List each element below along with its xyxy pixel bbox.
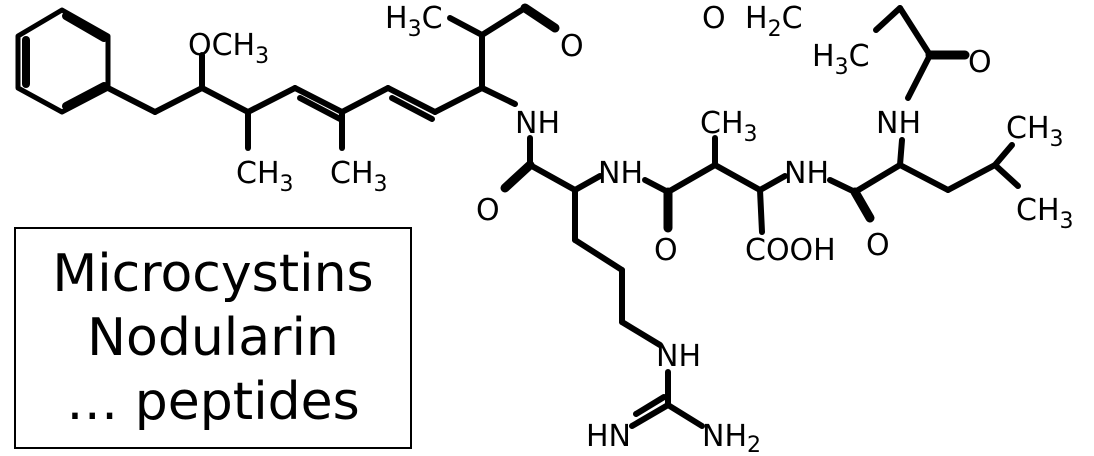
methoxy-label: OCH3 xyxy=(188,28,269,69)
carbonyl-o-2-label: O xyxy=(654,233,678,268)
amide-nh-3-label: NH xyxy=(784,156,829,191)
amide-nh-2-label: NH xyxy=(598,156,643,191)
h3c-right-label: H3C xyxy=(812,39,870,80)
atom-labels: OCH3 H3C O O H2C H3C O CH3 CH3 NH O NH C… xyxy=(188,1,1074,456)
h3c-top-left-label: H3C xyxy=(385,1,443,42)
amide-nh-1-label: NH xyxy=(515,106,560,141)
carbonyl-o-1-label: O xyxy=(476,193,500,228)
adda-chain-bonds xyxy=(105,3,560,151)
amide-nh-4-label: NH xyxy=(876,106,921,141)
oxygen-top-mid-label: O xyxy=(702,1,726,36)
oxygen-top-right-label: O xyxy=(968,45,992,80)
carbonyl-o-3-label: O xyxy=(866,228,890,263)
arginine-hn-label: HN xyxy=(586,419,631,454)
arginine-nh-label: NH xyxy=(656,339,701,374)
oxygen-top-left-label: O xyxy=(560,29,584,64)
caption-peptides: … peptides xyxy=(66,372,360,432)
toxin-caption-box: Microcystins Nodularin … peptides xyxy=(14,227,412,449)
caption-microcystins: Microcystins xyxy=(52,244,374,304)
h2c-top-label: H2C xyxy=(745,1,803,42)
leucine-methyl-1-label: CH3 xyxy=(1006,111,1064,152)
leucine-methyl-2-label: CH3 xyxy=(1016,193,1074,234)
peptide-backbone-bonds xyxy=(500,5,1021,429)
carboxyl-label: COOH xyxy=(745,233,836,268)
methyl-a-label: CH3 xyxy=(236,156,294,197)
arginine-nh2-label: NH2 xyxy=(702,419,761,456)
methyl-b-label: CH3 xyxy=(330,156,388,197)
caption-nodularin: Nodularin xyxy=(87,308,339,368)
alanine-methyl-label: CH3 xyxy=(700,106,758,147)
phenyl-ring xyxy=(15,7,111,115)
